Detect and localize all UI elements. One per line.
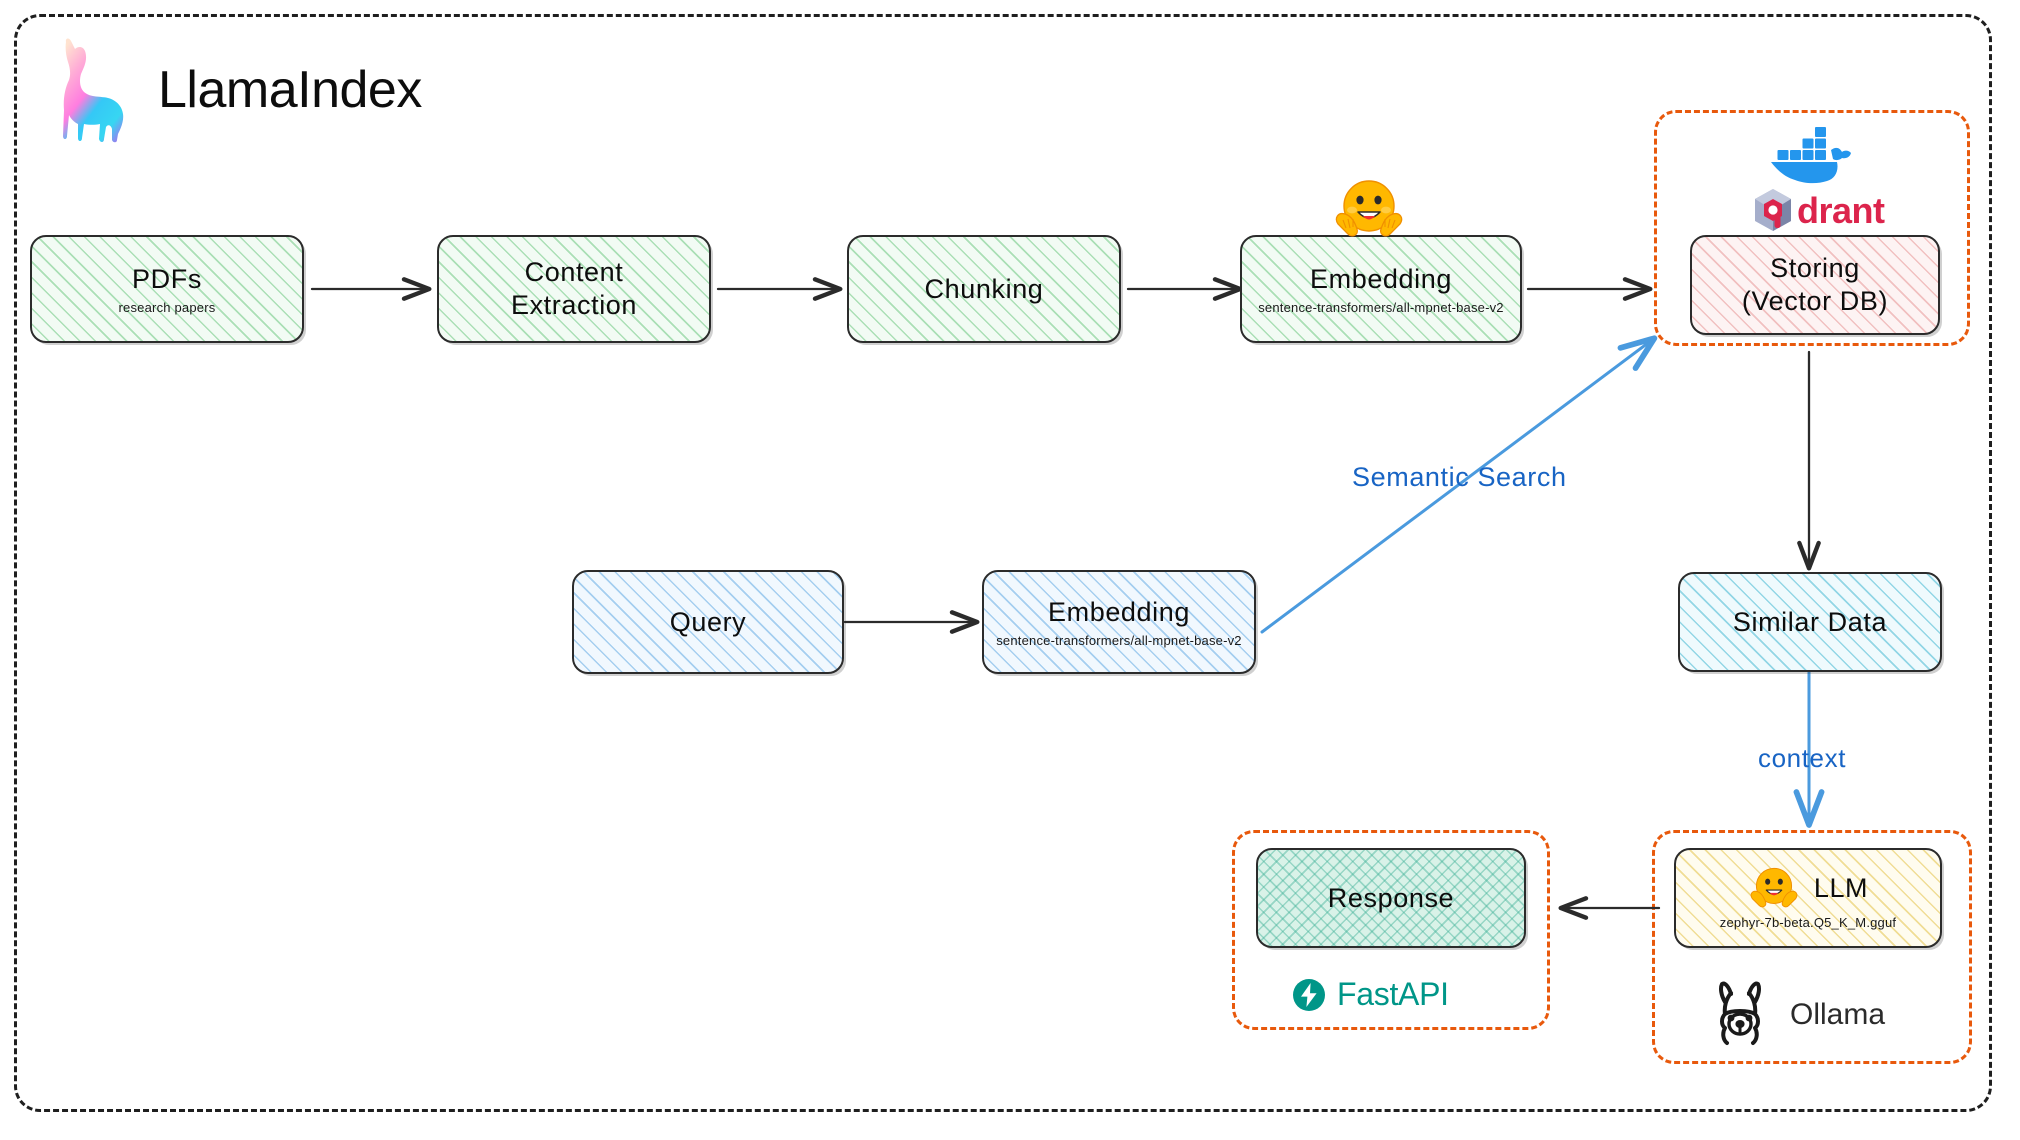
fastapi-logo: FastAPI (1292, 976, 1449, 1013)
node-query-title: Query (669, 606, 747, 637)
qdrant-logo-label: drant (1797, 190, 1885, 231)
node-similar-data-title: Similar Data (1732, 606, 1888, 637)
ollama-logo: Ollama (1712, 980, 1885, 1050)
llama-logo-icon (63, 38, 124, 143)
ollama-group (1652, 830, 1972, 1064)
node-pdfs-title: PDFs (132, 263, 202, 294)
docker-icon (1768, 124, 1854, 186)
brand-name: LlamaIndex (158, 61, 422, 119)
qdrant-cube-icon (1755, 189, 1791, 231)
node-llm-subtitle: zephyr-7b-beta.Q5_K_M.gguf (1719, 915, 1897, 930)
node-pdfs-subtitle: research papers (118, 300, 216, 316)
node-embedding-ingest-title: Embedding (1310, 263, 1452, 294)
edge-label-semantic-search: Semantic Search (1352, 462, 1567, 492)
edge-label-context: context (1758, 743, 1847, 773)
node-chunking-title: Chunking (924, 273, 1044, 304)
node-storing-title-line1: Storing (1770, 253, 1860, 284)
ollama-llama-icon (1719, 981, 1761, 1045)
node-embedding-query-subtitle: sentence-transformers/all-mpnet-base-v2 (996, 633, 1242, 649)
node-embedding-query-title: Embedding (1048, 596, 1190, 627)
node-embedding-query[interactable]: Embedding sentence-transformers/all-mpne… (982, 570, 1256, 674)
ollama-logo-label: Ollama (1790, 998, 1886, 1031)
node-storing-title-line2: (Vector DB) (1741, 286, 1889, 316)
brand-header: LlamaIndex (44, 36, 422, 144)
node-response[interactable]: Response (1256, 848, 1526, 948)
node-storing-vector-db[interactable]: Storing (Vector DB) (1690, 235, 1940, 335)
hugging-face-emoji-embedding (1332, 178, 1406, 244)
hugging-face-emoji-llm (1750, 867, 1798, 908)
node-query[interactable]: Query (572, 570, 844, 674)
node-pdfs[interactable]: PDFs research papers (30, 235, 304, 343)
node-content-extraction-title-line2: Extraction (510, 290, 638, 320)
node-similar-data[interactable]: Similar Data (1678, 572, 1942, 672)
vector-db-group (1654, 110, 1970, 346)
fastapi-logo-label: FastAPI (1337, 976, 1449, 1012)
node-content-extraction-title-line1: Content (524, 257, 624, 288)
qdrant-logo: drant (1752, 188, 1885, 234)
node-llm-title: LLM (1813, 872, 1869, 903)
diagram-frame (14, 14, 1992, 1112)
node-response-title: Response (1327, 882, 1455, 913)
node-content-extraction[interactable]: Content Extraction (437, 235, 711, 343)
node-embedding-ingest[interactable]: Embedding sentence-transformers/all-mpne… (1240, 235, 1522, 343)
node-chunking[interactable]: Chunking (847, 235, 1121, 343)
fastapi-bolt-icon (1293, 978, 1325, 1011)
fastapi-group (1232, 830, 1550, 1030)
node-llm[interactable]: LLM zephyr-7b-beta.Q5_K_M.gguf (1674, 848, 1942, 948)
node-embedding-ingest-subtitle: sentence-transformers/all-mpnet-base-v2 (1258, 300, 1504, 316)
